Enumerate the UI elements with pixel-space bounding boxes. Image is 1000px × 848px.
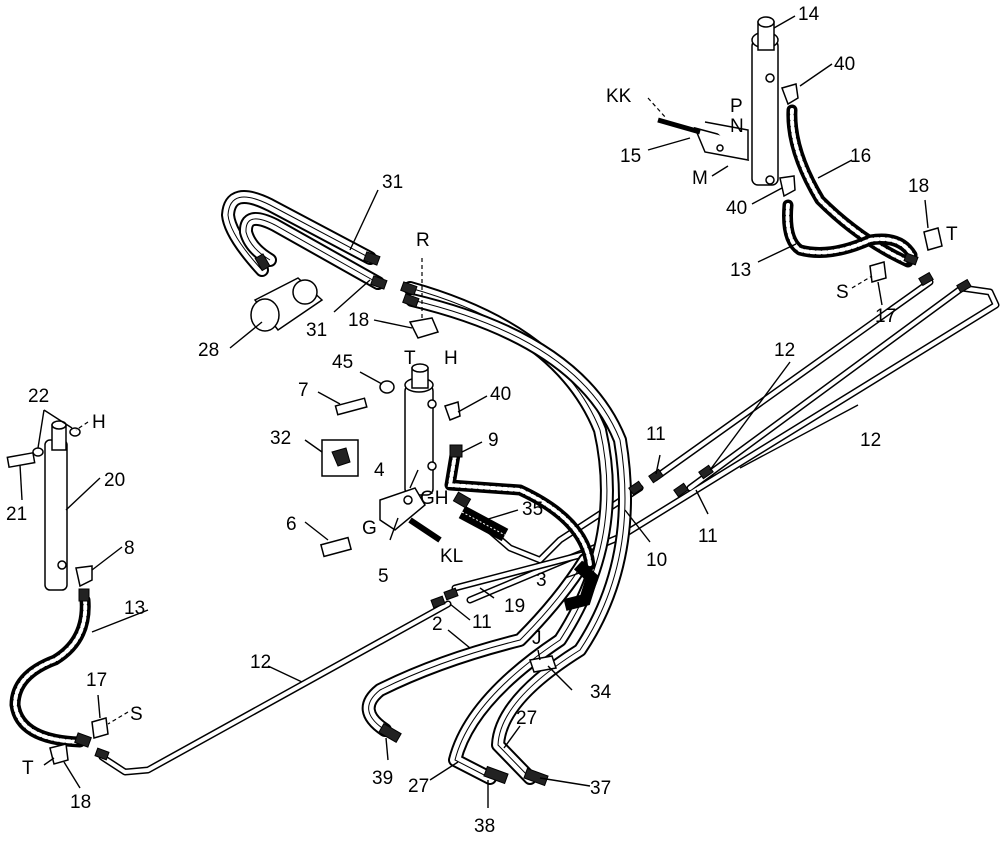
label-18-left: 18	[70, 792, 91, 813]
label-12-left: 12	[250, 652, 271, 673]
label-H-center: H	[444, 348, 458, 369]
tube-19	[451, 546, 604, 592]
clevis-5	[379, 487, 426, 531]
hose-2	[361, 553, 592, 737]
label-35: 35	[522, 499, 543, 520]
label-8: 8	[124, 538, 135, 559]
label-34: 34	[590, 682, 612, 703]
label-3: 3	[536, 570, 547, 591]
hose-13-left	[9, 594, 91, 748]
label-31-bottom: 31	[306, 320, 327, 341]
label-17-left: 17	[86, 670, 107, 691]
tube-12-upper	[651, 278, 934, 482]
label-15: 15	[620, 146, 641, 167]
label-28: 28	[198, 340, 219, 361]
leader-lines	[19, 15, 929, 808]
label-39: 39	[372, 768, 393, 789]
label-40-top: 40	[834, 54, 855, 75]
label-40-center: 40	[490, 384, 511, 405]
label-20: 20	[104, 470, 125, 491]
tube-12-front	[98, 600, 452, 776]
rod-KL	[408, 517, 442, 543]
label-M: M	[692, 168, 708, 189]
label-T-center: T	[404, 348, 416, 369]
elbow-8	[75, 565, 93, 588]
label-N: N	[730, 116, 744, 137]
label-G: G	[362, 518, 377, 539]
clamp-17-right	[869, 261, 887, 283]
pin-6	[320, 536, 352, 558]
label-45: 45	[332, 352, 353, 373]
hose-27-pair	[403, 281, 632, 785]
hose-16	[786, 104, 914, 268]
label-KK: KK	[606, 86, 632, 107]
hose-13-right	[782, 199, 918, 261]
cylinder-20	[44, 420, 68, 591]
elbow-40-bottom	[779, 175, 796, 198]
label-S-left: S	[130, 704, 143, 725]
label-17-right: 17	[875, 306, 896, 327]
label-22: 22	[28, 386, 49, 407]
label-S-right: S	[836, 282, 849, 303]
clamp-17-left	[91, 717, 109, 739]
label-4: 4	[374, 460, 385, 481]
label-37: 37	[590, 778, 611, 799]
label-16: 16	[850, 146, 871, 167]
label-P: P	[730, 96, 743, 117]
label-31-top: 31	[382, 172, 403, 193]
label-KL: KL	[440, 546, 463, 567]
label-6: 6	[286, 514, 297, 535]
label-38: 38	[474, 816, 495, 837]
label-21: 21	[6, 504, 27, 525]
label-H-left: H	[92, 412, 106, 433]
bracket-18-right	[923, 227, 943, 251]
hose-guard-35	[458, 505, 509, 542]
label-7: 7	[298, 380, 309, 401]
label-9: 9	[488, 430, 499, 451]
fittings	[74, 251, 972, 787]
label-12-right: 12	[860, 430, 881, 451]
label-27-right: 27	[516, 708, 537, 729]
label-10: 10	[646, 550, 667, 571]
label-11-top: 11	[646, 424, 666, 445]
part-32	[321, 439, 359, 477]
part-labels: 14 40 KK P N 15 M 16 40 18 T 13 S 17 31 …	[6, 4, 958, 837]
label-13-right: 13	[730, 260, 751, 281]
bracket-18-center	[408, 317, 440, 339]
label-2: 2	[432, 614, 443, 635]
label-14: 14	[798, 4, 820, 25]
pin-21	[6, 451, 36, 469]
label-11-right: 11	[698, 526, 718, 547]
label-T-right: T	[946, 224, 958, 245]
label-R: R	[416, 230, 430, 251]
label-27-left: 27	[408, 776, 429, 797]
label-11-bottom: 11	[472, 612, 492, 633]
bolt-15	[657, 117, 701, 135]
clip-45	[379, 380, 395, 394]
label-18-right: 18	[908, 176, 929, 197]
label-19: 19	[504, 596, 525, 617]
pin-7	[334, 397, 368, 416]
label-32: 32	[270, 428, 291, 449]
label-T-left: T	[22, 758, 34, 779]
bracket-18-left	[49, 743, 69, 765]
label-12-upper: 12	[774, 340, 795, 361]
elbow-40-center	[444, 401, 461, 421]
label-5: 5	[378, 566, 389, 587]
cylinder-14	[751, 16, 779, 186]
hose-31-loop	[221, 190, 385, 290]
label-GH: GH	[420, 488, 449, 509]
label-13-left: 13	[124, 598, 145, 619]
bracket-M	[693, 121, 750, 161]
label-J: J	[532, 628, 542, 649]
cylinder-4	[404, 363, 437, 496]
label-40-bottom: 40	[726, 198, 747, 219]
pump-28	[250, 277, 324, 332]
elbow-40-top	[781, 83, 799, 106]
label-18-center: 18	[348, 310, 369, 331]
